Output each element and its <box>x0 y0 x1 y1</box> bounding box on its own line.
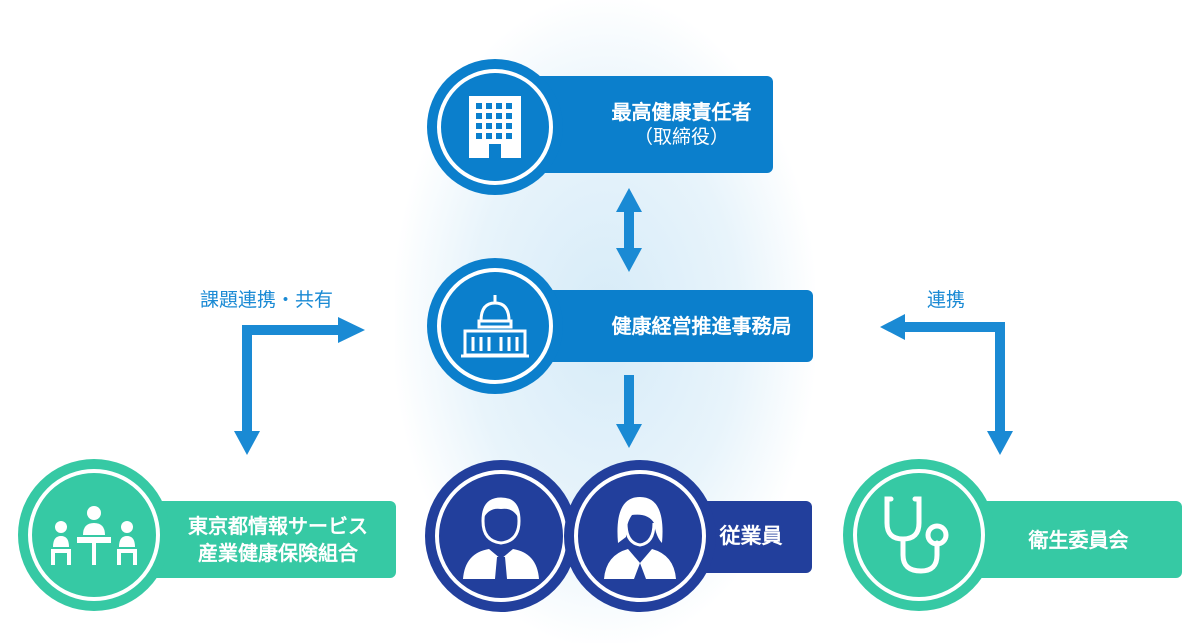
health-insurance-union-line2: 産業健康保険組合 <box>198 540 358 565</box>
down-arrow-to-employees <box>616 375 642 448</box>
health-committee-title: 衛生委員会 <box>1028 527 1129 552</box>
health-management-office-title: 健康経営推進事務局 <box>611 314 792 338</box>
bidirectional-arrow <box>616 188 642 272</box>
capitol-circle <box>427 258 563 394</box>
female-employee-circle <box>564 460 716 612</box>
employees-title: 従業員 <box>719 524 783 549</box>
chief-health-officer-subtitle: （取締役） <box>633 126 729 149</box>
right-connector-arrows <box>880 314 1013 455</box>
chief-health-officer-title: 最高健康責任者 <box>611 100 752 125</box>
health-management-office-box: 健康経営推進事務局 <box>520 290 813 362</box>
male-employee-circle <box>425 460 577 612</box>
left-connector-label: 課題連携・共有 <box>200 289 334 311</box>
building-circle <box>427 59 563 195</box>
meeting-circle <box>18 459 170 611</box>
stethoscope-circle <box>843 459 995 611</box>
left-connector-arrows <box>234 317 365 455</box>
health-insurance-union-box: 東京都情報サービス 産業健康保険組合 <box>120 501 396 578</box>
right-connector-label: 連携 <box>927 289 966 311</box>
health-insurance-union-line1: 東京都情報サービス <box>188 513 368 538</box>
